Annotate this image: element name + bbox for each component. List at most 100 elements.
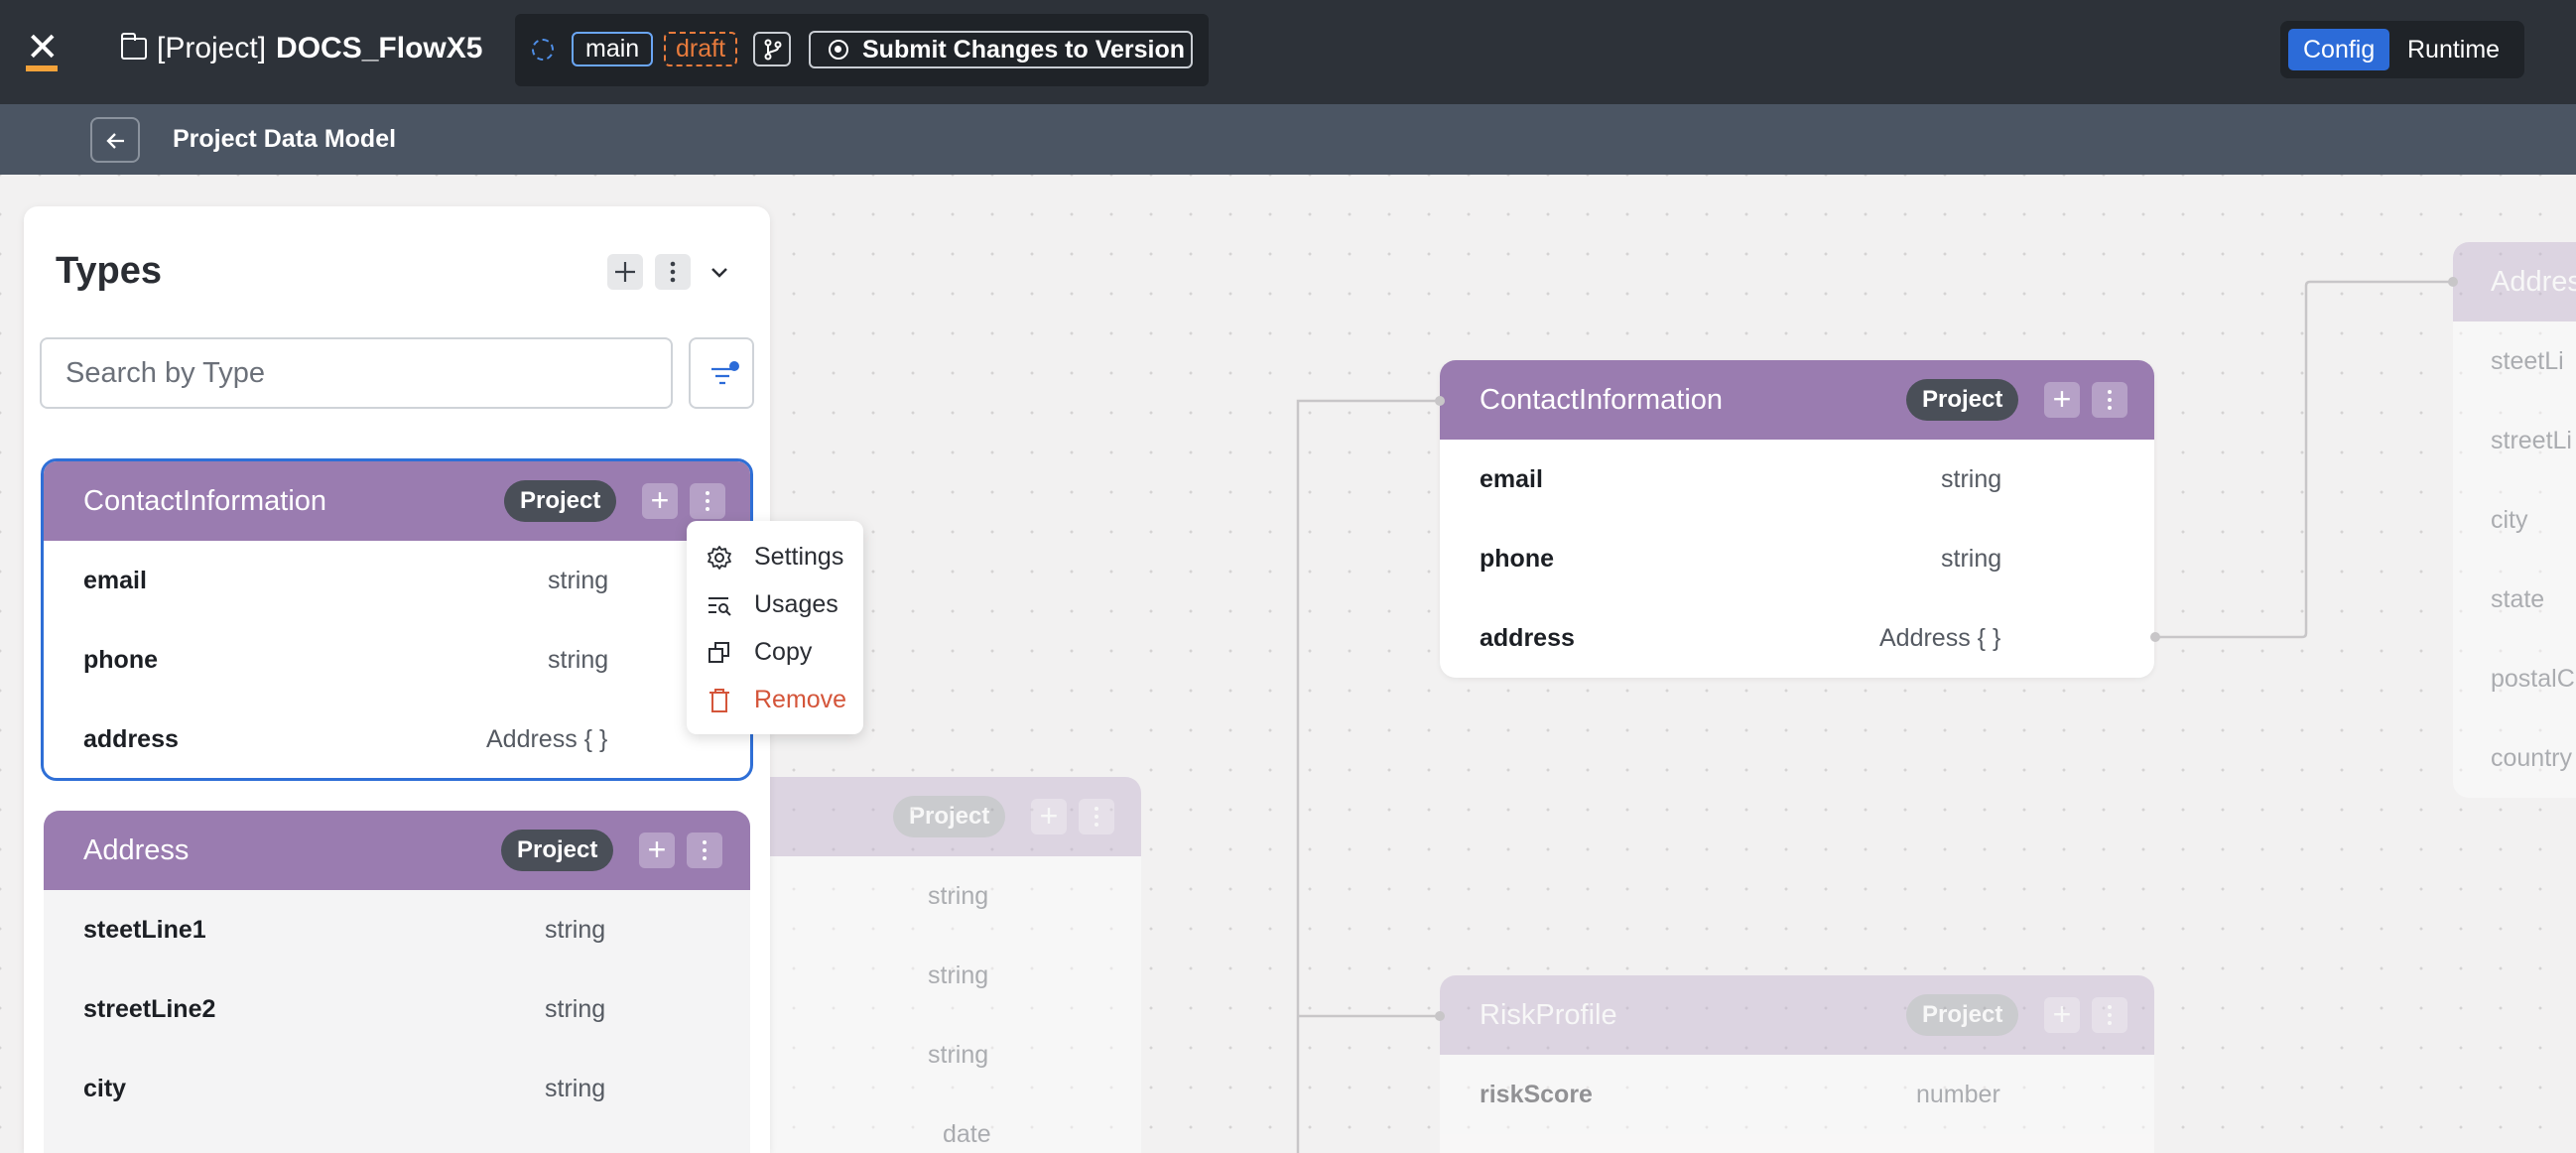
add-field-button[interactable]: +: [2044, 997, 2080, 1033]
field-type: string: [548, 645, 609, 674]
kebab-icon: [670, 261, 676, 283]
field-name: riskScore: [1480, 1080, 1593, 1108]
project-badge: Project: [1906, 994, 2019, 1036]
menu-item-copy[interactable]: Copy: [687, 628, 863, 676]
type-name: Addres: [2491, 265, 2576, 298]
field-row[interactable]: riskScore number: [1440, 1055, 2154, 1134]
project-prefix: [Project]: [157, 32, 267, 64]
mode-config-tab[interactable]: Config: [2288, 29, 2390, 70]
field-type: Address { }: [1879, 623, 2001, 652]
top-bar: [0, 0, 2576, 104]
add-field-button[interactable]: +: [642, 483, 678, 519]
type-card-contact-information[interactable]: ContactInformation Project + email string…: [1440, 360, 2154, 678]
branch-icon[interactable]: [753, 32, 791, 66]
project-title: [Project] DOCS_FlowX5: [120, 32, 483, 65]
field-row[interactable]: email string: [1440, 440, 2154, 519]
project-badge: Project: [1906, 379, 2019, 421]
connector-dot: [2448, 277, 2458, 287]
type-name: Address: [83, 833, 190, 866]
app-logo[interactable]: ✕: [26, 25, 60, 71]
mode-toggle: Config Runtime: [2280, 21, 2524, 78]
field-type: string: [1941, 464, 2002, 493]
field-row[interactable]: streetLine2 string: [44, 969, 750, 1049]
branch-toolbar: [515, 14, 1209, 86]
menu-item-label: Copy: [754, 637, 813, 666]
field-type: string: [545, 1074, 606, 1102]
project-badge: Project: [501, 830, 614, 871]
field-name: steetLi: [2491, 346, 2564, 375]
more-options-button[interactable]: [690, 483, 725, 519]
field-name: postalC: [2491, 664, 2575, 693]
record-icon: [829, 40, 848, 60]
more-options-button[interactable]: [2092, 382, 2127, 418]
arrow-left-icon: [106, 133, 124, 149]
field-name: phone: [83, 645, 158, 674]
field-name: address: [83, 724, 179, 753]
panel-more-button[interactable]: [655, 254, 691, 290]
field-name: email: [83, 566, 147, 594]
type-search-input[interactable]: Search by Type: [40, 337, 673, 409]
plus-icon: [615, 262, 635, 282]
connector-dot: [1435, 1011, 1445, 1021]
type-card-address[interactable]: Addres steetLi streetLi city state posta…: [2453, 242, 2576, 798]
usages-icon: [708, 597, 731, 616]
submit-label: Submit Changes to Version: [862, 35, 1186, 64]
menu-item-settings[interactable]: Settings: [687, 533, 863, 580]
branch-tag[interactable]: main: [572, 32, 654, 66]
field-name: country: [2491, 743, 2572, 772]
filter-button[interactable]: [689, 337, 754, 409]
field-row[interactable]: city string: [44, 1049, 750, 1128]
connector-lines: [1296, 280, 2453, 1153]
project-badge: Project: [893, 796, 1006, 837]
field-type: number: [1916, 1080, 2000, 1108]
field-type: string: [545, 994, 606, 1023]
field-row[interactable]: email string: [44, 541, 750, 620]
field-type: Address { }: [486, 724, 608, 753]
add-type-button[interactable]: [607, 254, 643, 290]
field-name: address: [1480, 623, 1575, 652]
page-title: Project Data Model: [173, 125, 397, 153]
folder-icon: [120, 33, 147, 60]
more-options-button[interactable]: [2092, 997, 2127, 1033]
field-row[interactable]: address Address { }: [1440, 598, 2154, 678]
sub-header: [0, 104, 2576, 175]
field-name: email: [1480, 464, 1543, 493]
trash-icon: [709, 689, 729, 712]
type-card-contact-information-selected[interactable]: ContactInformation Project + email string…: [41, 458, 753, 781]
connector-dot: [1435, 396, 1445, 406]
field-name: city: [2491, 505, 2528, 534]
field-type: date: [943, 1119, 991, 1148]
add-field-button[interactable]: +: [2044, 382, 2080, 418]
type-name: ContactInformation: [1480, 383, 1724, 416]
filter-icon: [711, 361, 739, 385]
gear-icon: [708, 546, 731, 570]
menu-item-label: Usages: [754, 589, 838, 618]
chevron-down-icon[interactable]: [708, 262, 730, 289]
mode-runtime-tab[interactable]: Runtime: [2407, 36, 2501, 64]
back-button[interactable]: [90, 117, 140, 163]
menu-item-remove[interactable]: Remove: [687, 676, 863, 723]
more-options-button[interactable]: [1079, 799, 1114, 834]
field-name: city: [83, 1074, 127, 1102]
field-name: streetLi: [2491, 426, 2572, 454]
copy-icon: [708, 642, 729, 663]
field-row[interactable]: address Address { }: [44, 700, 750, 778]
sync-status-icon: [532, 39, 554, 61]
type-name: ContactInformation: [83, 484, 327, 517]
context-menu: Settings Usages Copy Remove: [687, 521, 863, 734]
submit-changes-button[interactable]: Submit Changes to Version: [809, 31, 1193, 68]
field-row[interactable]: phone string: [44, 620, 750, 700]
add-field-button[interactable]: +: [639, 833, 675, 868]
project-name: DOCS_FlowX5: [276, 32, 483, 64]
field-name: streetLine2: [83, 994, 216, 1023]
menu-item-usages[interactable]: Usages: [687, 580, 863, 628]
more-options-button[interactable]: [687, 833, 722, 868]
field-type: string: [548, 566, 609, 594]
project-badge: Project: [504, 480, 617, 522]
add-field-button[interactable]: +: [1031, 799, 1067, 834]
menu-item-label: Remove: [754, 685, 847, 713]
